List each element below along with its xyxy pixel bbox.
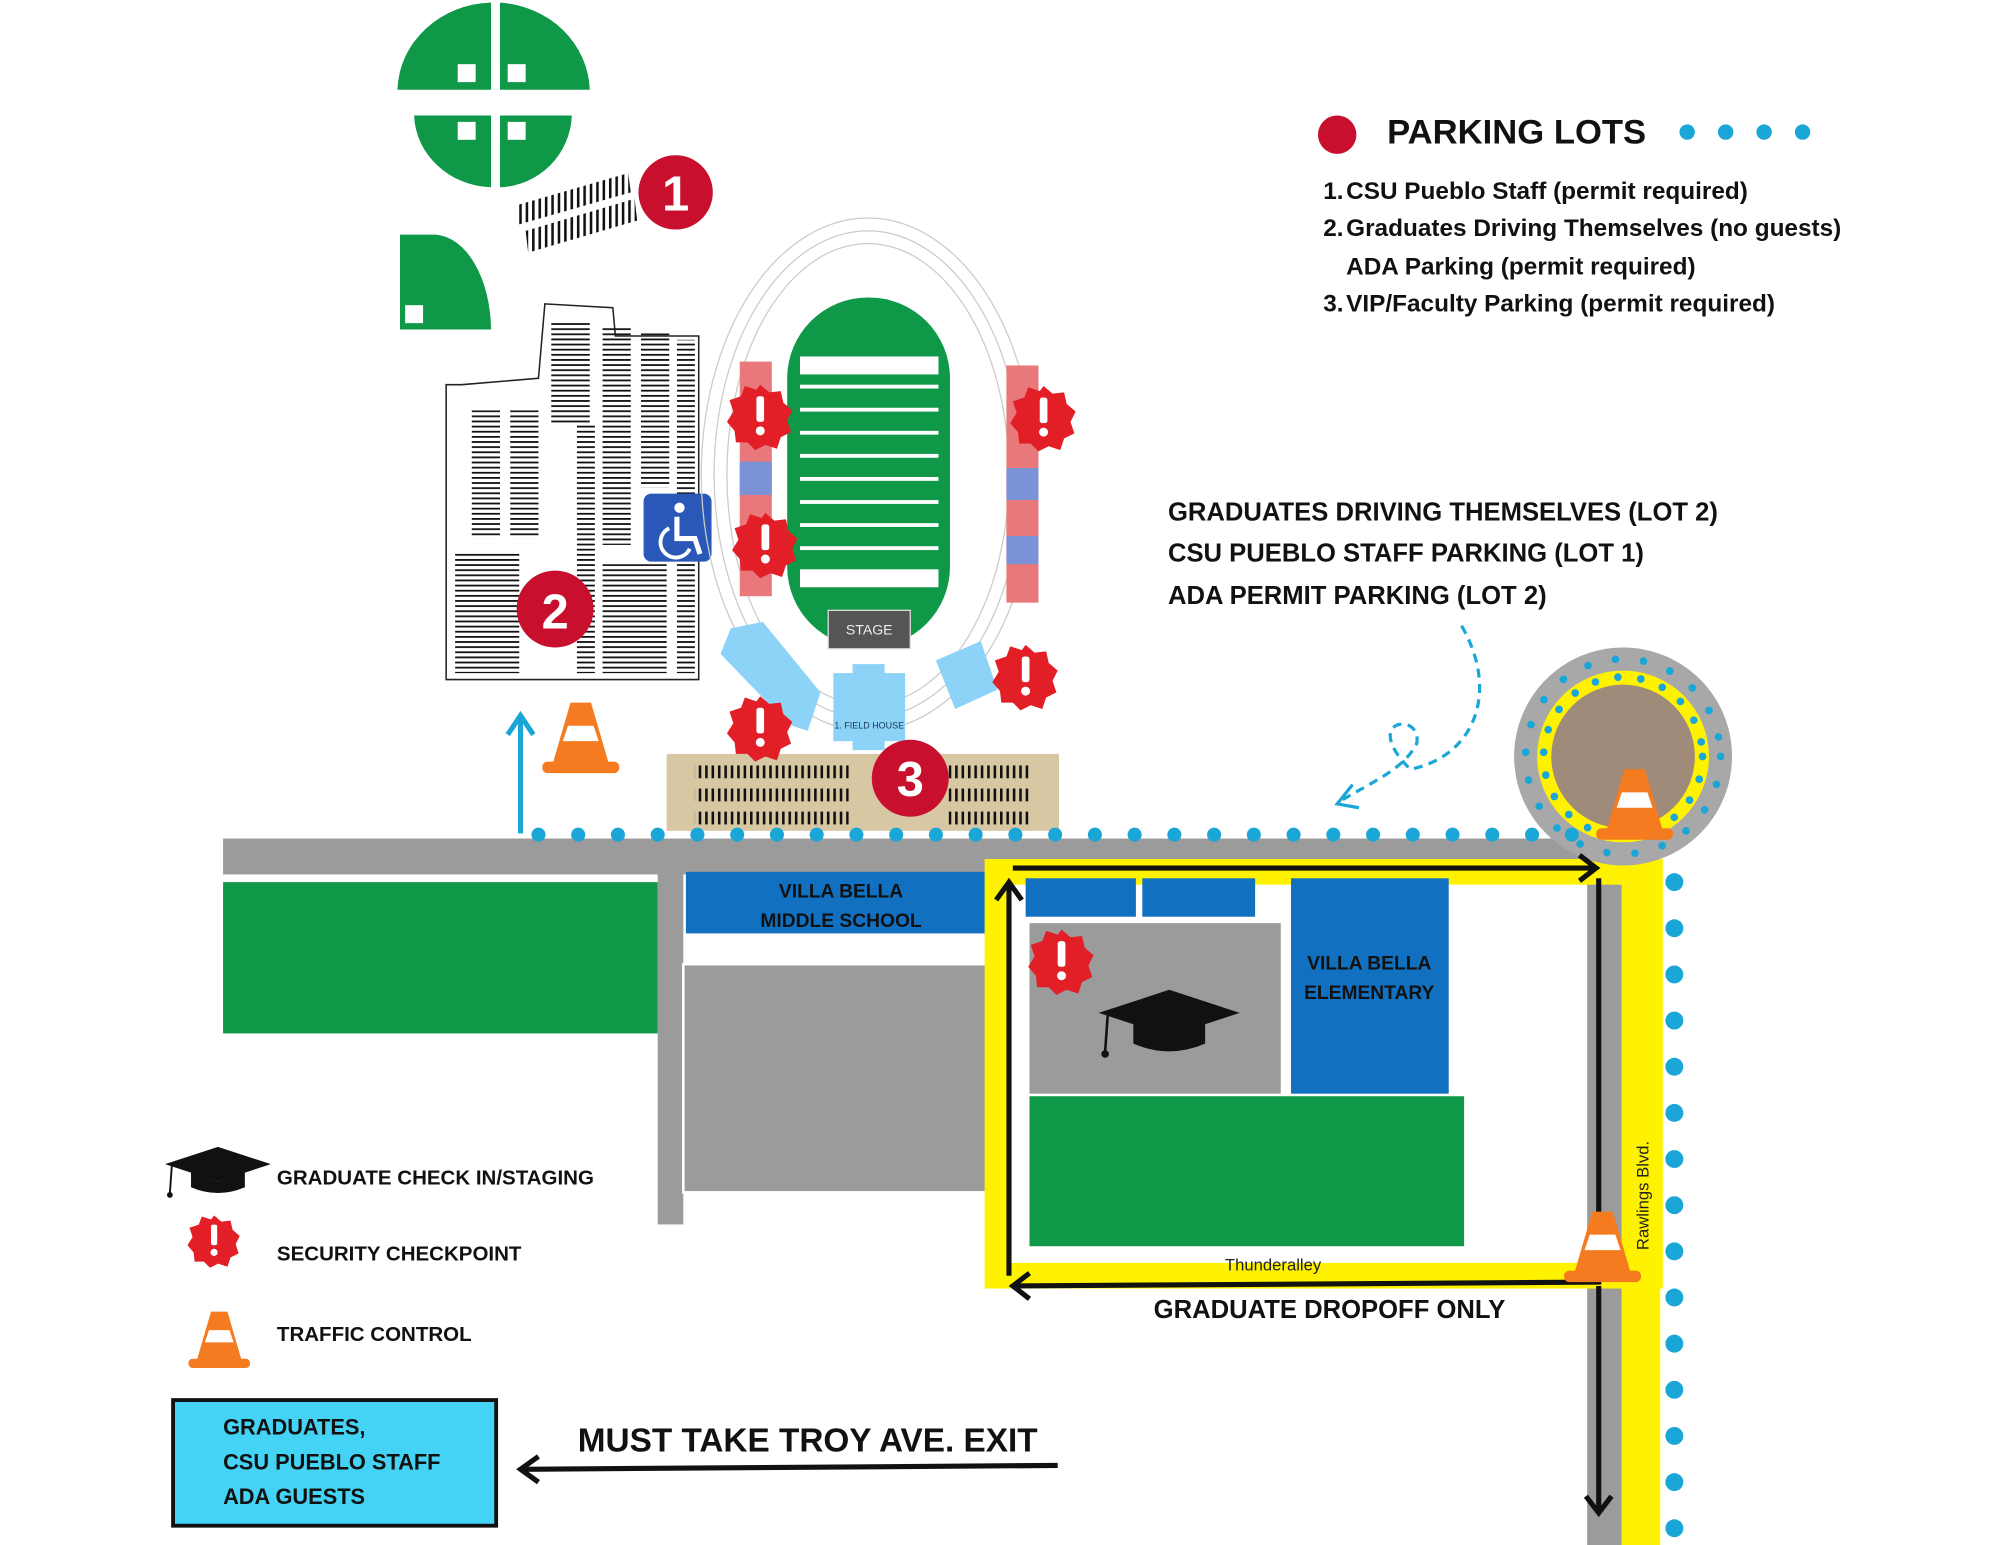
svg-text:ADA GUESTS: ADA GUESTS — [223, 1484, 365, 1509]
school-parking — [682, 962, 989, 1194]
security-badge-icon — [726, 384, 793, 451]
ada-parking-icon — [643, 493, 712, 562]
svg-text:ADA PERMIT PARKING (LOT 2): ADA PERMIT PARKING (LOT 2) — [1168, 582, 1547, 610]
svg-text:GRADUATES,: GRADUATES, — [223, 1415, 365, 1440]
lot-callout: GRADUATES DRIVING THEMSELVES (LOT 2) CSU… — [1168, 499, 1718, 610]
svg-text:ELEMENTARY: ELEMENTARY — [1304, 983, 1434, 1004]
svg-text:TRAFFIC CONTROL: TRAFFIC CONTROL — [277, 1323, 472, 1346]
svg-text:Graduates Driving Themselves (: Graduates Driving Themselves (no guests) — [1346, 215, 1841, 242]
svg-text:3.: 3. — [1323, 291, 1343, 318]
villa-bella-elementary: VILLA BELLA ELEMENTARY — [1291, 878, 1449, 1094]
security-badge-icon — [187, 1215, 240, 1268]
lot-1-marker — [638, 155, 713, 230]
stage-label: STAGE — [846, 622, 893, 638]
parking-lot-2: 2 — [445, 303, 700, 681]
traffic-cone-icon — [188, 1311, 250, 1369]
lot-2-marker — [516, 570, 594, 648]
svg-text:2.: 2. — [1323, 215, 1343, 242]
villa-bella-middle-school: VILLA BELLA MIDDLE SCHOOL — [685, 871, 988, 934]
map-legend: GRADUATE CHECK IN/STAGING SECURITY CHECK… — [164, 1145, 594, 1369]
traffic-cone-icon — [542, 702, 620, 774]
svg-text:CSU Pueblo Staff (permit requi: CSU Pueblo Staff (permit required) — [1346, 178, 1748, 205]
green-field-right — [1029, 1096, 1465, 1247]
stadium: STAGE 1. FIELD HOUSE — [700, 217, 1039, 751]
callout-pointer — [1338, 624, 1482, 803]
legend-title: PARKING LOTS — [1387, 114, 1646, 152]
svg-text:SECURITY CHECKPOINT: SECURITY CHECKPOINT — [277, 1242, 522, 1265]
thunderalley-label: Thunderalley — [1225, 1256, 1322, 1275]
svg-text:1.: 1. — [1323, 178, 1343, 205]
svg-text:GRADUATE CHECK IN/STAGING: GRADUATE CHECK IN/STAGING — [277, 1167, 594, 1190]
security-badge-icon — [992, 644, 1058, 711]
traffic-arrows — [516, 853, 1614, 1518]
field-house-label: 1. FIELD HOUSE — [834, 720, 904, 730]
svg-text:VILLA BELLA: VILLA BELLA — [1307, 953, 1431, 974]
svg-text:CSU PUEBLO STAFF: CSU PUEBLO STAFF — [223, 1449, 440, 1474]
parking-lots-legend: PARKING LOTS 1.CSU Pueblo Staff (permit … — [1317, 114, 1841, 318]
svg-text:ADA Parking (permit required): ADA Parking (permit required) — [1346, 253, 1695, 280]
roundabout — [1514, 647, 1733, 866]
baseball-fields — [397, 2, 590, 330]
exit-group-box: GRADUATES, CSU PUEBLO STAFF ADA GUESTS — [171, 1398, 499, 1528]
green-field-left — [223, 882, 658, 1034]
dropoff-label: GRADUATE DROPOFF ONLY — [1154, 1296, 1506, 1324]
svg-text:MIDDLE SCHOOL: MIDDLE SCHOOL — [760, 911, 921, 932]
dropoff-loop — [984, 859, 1663, 1289]
lot-3-number: 3 — [897, 753, 924, 807]
parking-lot-3: 3 — [666, 739, 1059, 831]
lot-2-number: 2 — [542, 585, 569, 639]
graduation-cap-icon — [164, 1145, 272, 1199]
parking-lot-1: 1 — [516, 155, 713, 253]
side-road — [657, 869, 684, 1225]
exit-label: MUST TAKE TROY AVE. EXIT — [578, 1422, 1038, 1459]
rawlings-label: Rawlings Blvd. — [1634, 1141, 1653, 1250]
lot-3-marker — [871, 739, 949, 817]
svg-text:CSU PUEBLO STAFF PARKING (LOT: CSU PUEBLO STAFF PARKING (LOT 1) — [1168, 540, 1644, 568]
svg-text:VIP/Faculty Parking (permit re: VIP/Faculty Parking (permit required) — [1346, 291, 1775, 318]
lot-1-number: 1 — [662, 167, 689, 221]
svg-text:VILLA BELLA: VILLA BELLA — [779, 881, 903, 902]
rawlings-road-gray — [1587, 874, 1622, 1545]
svg-text:GRADUATES DRIVING THEMSELVES (: GRADUATES DRIVING THEMSELVES (LOT 2) — [1168, 499, 1718, 527]
